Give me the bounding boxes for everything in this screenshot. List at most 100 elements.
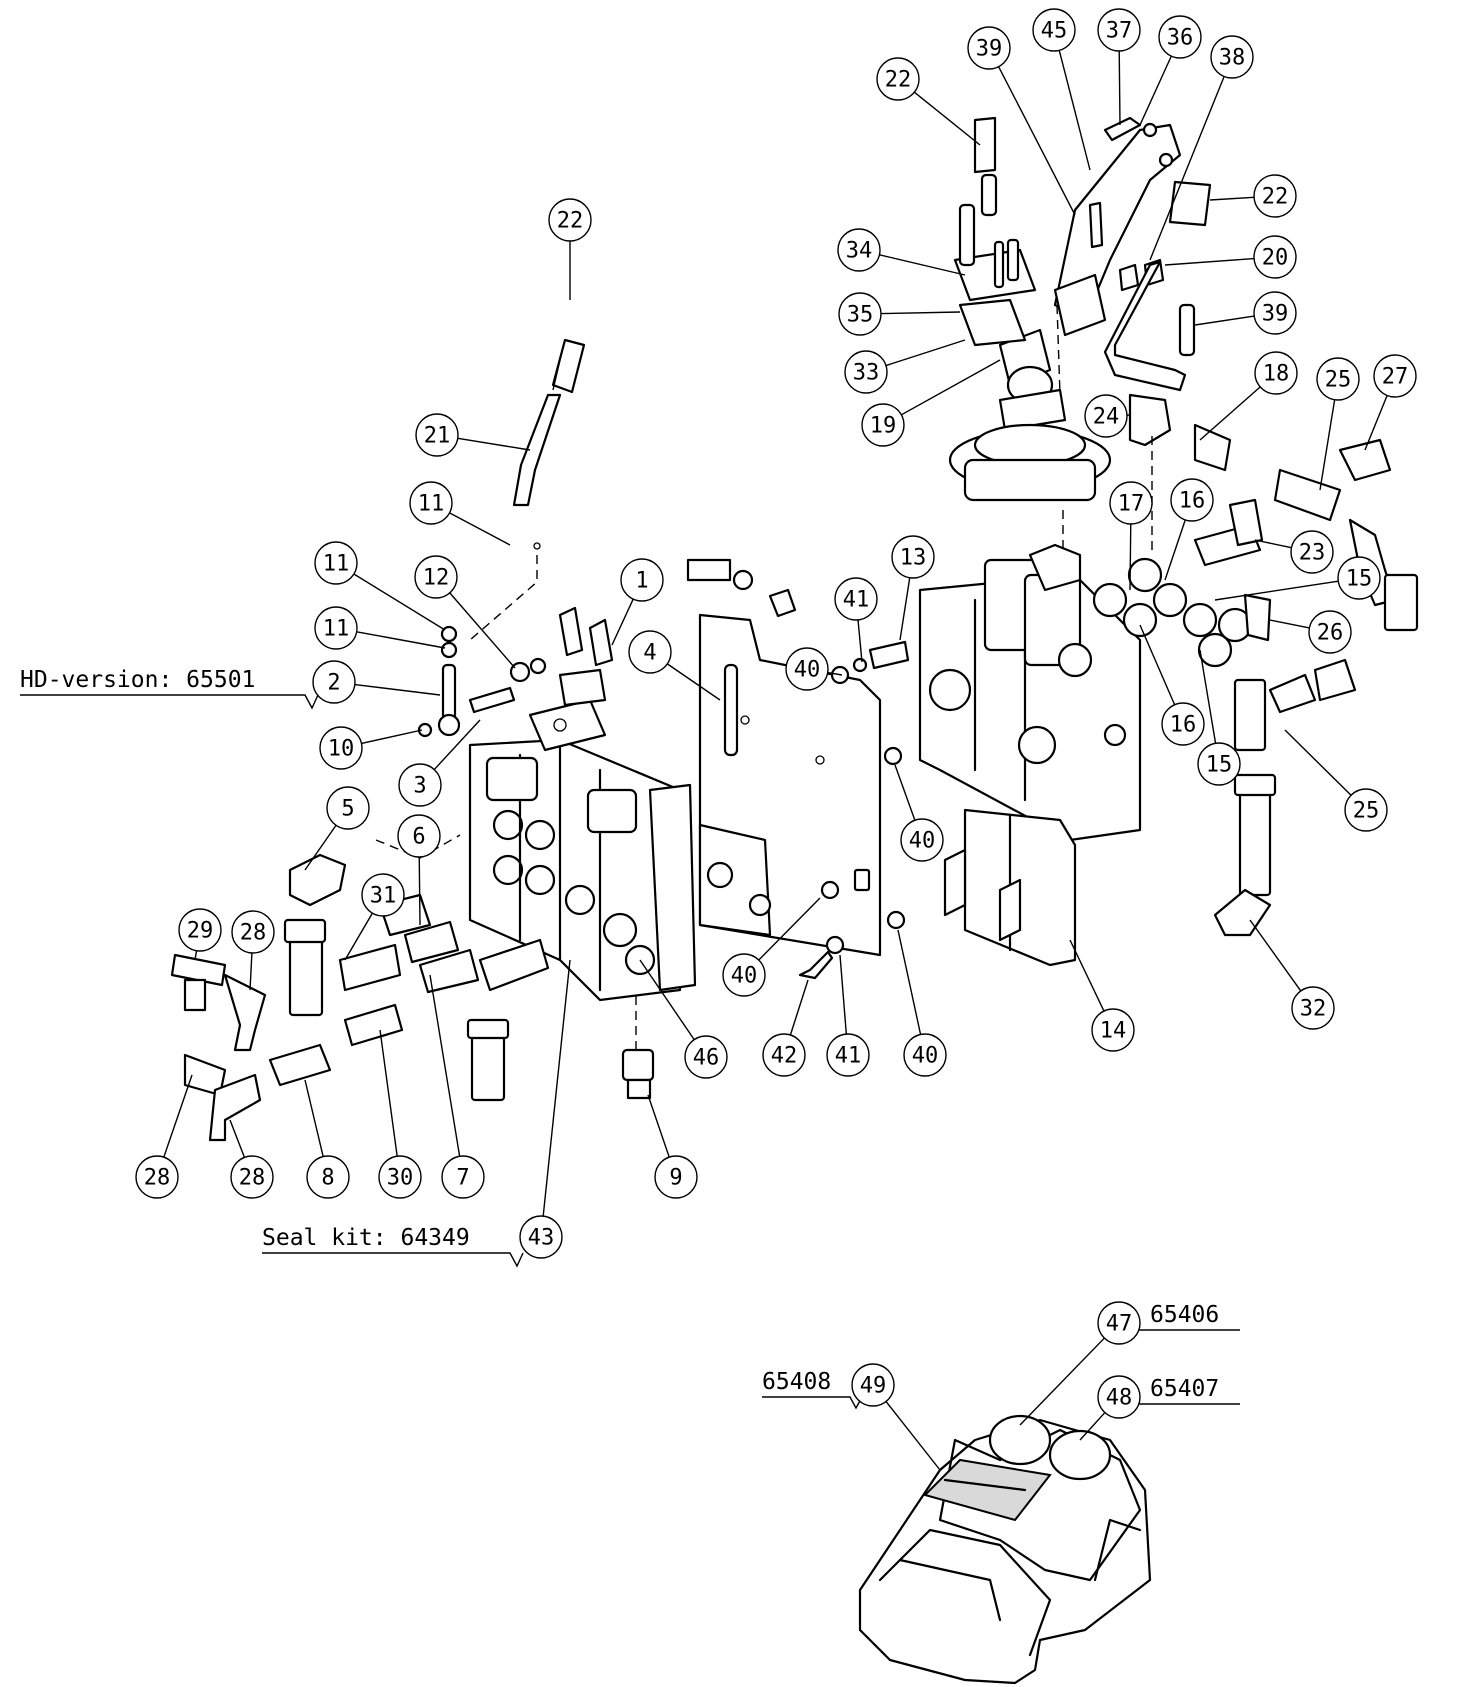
balloon-circle: [1253, 174, 1297, 218]
balloon-circle: [230, 1155, 274, 1199]
leader-line: [611, 598, 634, 646]
balloon-number: 27: [1382, 365, 1409, 390]
balloon-b10: 10: [319, 726, 423, 770]
leader-line: [457, 437, 531, 451]
balloon-number: 22: [885, 68, 912, 93]
balloon-circle: [620, 558, 664, 602]
balloon-number: 16: [1179, 489, 1206, 514]
balloon-b19: 19: [861, 359, 1001, 447]
balloon-number: 22: [1262, 185, 1289, 210]
balloon-number: 11: [323, 617, 350, 642]
leader-line: [666, 663, 721, 701]
balloon-number: 13: [900, 546, 927, 571]
balloon-number: 41: [835, 1044, 862, 1069]
leader-line: [1269, 619, 1310, 629]
seal-kit-note: Seal kit: 64349: [262, 1225, 524, 1268]
balloon-number: 3: [413, 774, 426, 799]
leader-line: [1129, 523, 1132, 591]
balloon-circle: [900, 818, 944, 862]
balloon-number: 21: [424, 424, 451, 449]
joystick-assembly: [948, 116, 1212, 502]
balloon-circle: [876, 57, 920, 101]
leader-line: [1194, 315, 1255, 326]
leader-line: [304, 1079, 324, 1157]
leader-line: [1019, 1337, 1105, 1426]
balloon-circle: [1291, 986, 1335, 1030]
leader-line: [1139, 624, 1176, 706]
balloon-b30: 30: [378, 1029, 422, 1199]
balloon-b47: 47: [1019, 1301, 1141, 1426]
leader-line: [449, 512, 511, 546]
leader-line: [827, 671, 843, 676]
balloon-circle: [441, 1155, 485, 1199]
balloon-number: 2: [327, 671, 340, 696]
leader-line: [344, 912, 374, 961]
leader-line: [163, 1074, 193, 1158]
balloon-b37: 37: [1097, 8, 1141, 126]
centerline-a: [1056, 304, 1061, 396]
balloon-circle: [844, 350, 888, 394]
balloon-number: 29: [187, 919, 214, 944]
leader-line: [1118, 50, 1121, 126]
balloon-circle: [762, 1033, 806, 1077]
part-65407-note: 65407: [1124, 1376, 1240, 1416]
balloon-circle: [851, 1363, 895, 1407]
balloon-circle: [398, 763, 442, 807]
balloon-circle: [397, 814, 441, 858]
balloon-circle: [628, 630, 672, 674]
leader-line: [194, 950, 198, 961]
balloon-number: 25: [1325, 368, 1352, 393]
balloon-b40c: 40: [722, 897, 821, 997]
balloon-number: 15: [1346, 567, 1373, 592]
leader-line: [361, 729, 423, 745]
balloon-number: 12: [423, 566, 450, 591]
balloon-b28a: 28: [231, 910, 275, 991]
leader-line: [1164, 257, 1255, 266]
balloon-circle: [654, 1155, 698, 1199]
balloon-circle: [519, 1215, 563, 1259]
leader-line: [894, 764, 916, 821]
balloon-number: 37: [1106, 19, 1133, 44]
balloon-circle: [785, 647, 829, 691]
balloon-circle: [326, 786, 370, 830]
balloon-number: 39: [976, 37, 1003, 62]
balloon-circle: [415, 413, 459, 457]
balloon-circle: [1097, 1301, 1141, 1345]
balloon-b25a: 25: [1316, 357, 1360, 491]
left-lever: [512, 338, 586, 550]
leader-line: [639, 959, 695, 1041]
balloon-number: 15: [1206, 753, 1233, 778]
balloon-b15b: 15: [1197, 649, 1241, 786]
balloon-b27: 27: [1364, 354, 1417, 451]
balloon-b26: 26: [1269, 610, 1352, 654]
balloon-number: 42: [771, 1044, 798, 1069]
balloon-circle: [967, 26, 1011, 70]
svg-text:Seal kit: 64349: Seal kit: 64349: [262, 1225, 470, 1251]
leader-line: [879, 254, 966, 276]
balloon-b23: 23: [1254, 530, 1334, 574]
leader-line: [249, 952, 253, 991]
balloon-b21: 21: [415, 413, 531, 457]
balloon-b40d: 40: [897, 929, 947, 1077]
leader-line: [1139, 55, 1172, 126]
leader-line: [304, 824, 337, 871]
balloon-number: 28: [240, 921, 267, 946]
left-linkage: [417, 555, 614, 738]
balloon-b3: 3: [398, 719, 481, 807]
balloon-b28b: 28: [135, 1074, 193, 1199]
balloon-circle: [838, 292, 882, 336]
balloon-number: 17: [1118, 492, 1145, 517]
balloon-number: 32: [1300, 997, 1327, 1022]
mounting-plate: [686, 558, 910, 980]
balloon-number: 49: [860, 1374, 887, 1399]
leader-line: [449, 592, 516, 669]
balloon-number: 28: [239, 1166, 266, 1191]
balloon-b4: 4: [628, 630, 721, 701]
balloon-number: 19: [870, 414, 897, 439]
leader-line: [353, 573, 446, 631]
balloon-circle: [361, 873, 405, 917]
leader-line: [899, 577, 911, 641]
balloon-circle: [1290, 530, 1334, 574]
balloon-circle: [891, 535, 935, 579]
